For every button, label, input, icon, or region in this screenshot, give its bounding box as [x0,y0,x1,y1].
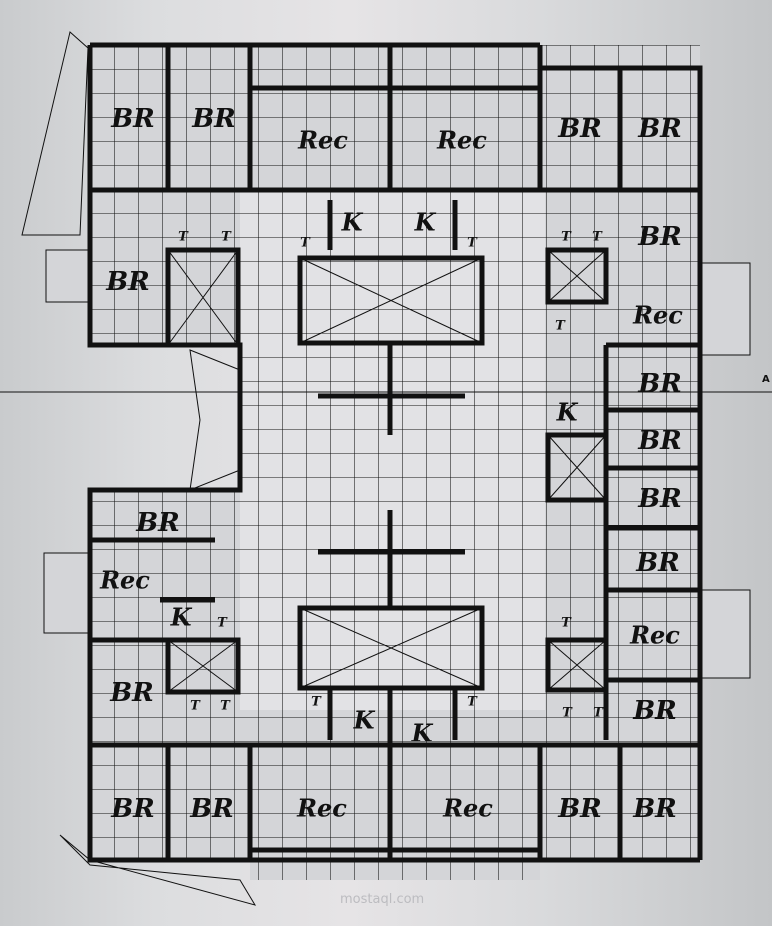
walls [87,42,703,863]
room-label-kitchen: K [353,705,376,734]
room-label-toilet: T [467,695,478,710]
room-label-toilet: T [593,706,604,721]
tile-grid [90,45,700,880]
room-label-kitchen: K [414,207,437,236]
room-label-bedroom: BR [637,426,682,456]
room-label-bedroom: BR [637,484,682,514]
room-label-toilet: T [300,236,311,251]
room-label-toilet: T [467,236,478,251]
room-label-reception: Rec [442,793,493,822]
room-label-toilet: T [561,616,572,631]
shaft-crosses [167,249,607,693]
room-label-reception: Rec [632,300,683,329]
room-label-reception: Rec [629,620,680,649]
room-label-bedroom: BR [109,678,154,708]
room-label-bedroom: BR [135,508,180,538]
room-label-bedroom: BR [110,104,155,134]
room-label-bedroom: BR [557,794,602,824]
room-label-bedroom: BR [632,696,677,726]
balconies [21,31,751,906]
room-label-reception: Rec [99,565,150,594]
room-label-reception: Rec [436,125,487,154]
room-label-toilet: T [555,319,566,334]
room-label-bedroom: BR [557,114,602,144]
room-label-toilet: T [190,699,201,714]
room-label-bedroom: BR [637,369,682,399]
room-label-kitchen: K [556,397,579,426]
room-label-bedroom: BR [637,114,682,144]
room-label-bedroom: BR [105,267,150,297]
room-label-bedroom: BR [635,548,680,578]
room-label-toilet: T [178,230,189,245]
room-label-bedroom: BR [632,794,677,824]
room-label-bedroom: BR [189,794,234,824]
room-label-toilet: T [561,230,572,245]
room-label-toilet: T [562,706,573,721]
room-label-toilet: T [217,616,228,631]
room-label-kitchen: K [341,207,364,236]
room-label-toilet: T [592,230,603,245]
section-marker-a: A [762,374,770,385]
room-label-bedroom: BR [191,104,236,134]
room-label-kitchen: K [411,718,434,747]
room-label-toilet: T [221,230,232,245]
watermark: mostaql.com [340,892,424,907]
room-label-bedroom: BR [110,794,155,824]
room-label-bedroom: BR [637,222,682,252]
room-label-reception: Rec [297,125,348,154]
room-label-toilet: T [311,695,322,710]
room-label-kitchen: K [170,602,193,631]
room-label-toilet: T [220,699,231,714]
room-label-reception: Rec [296,793,347,822]
